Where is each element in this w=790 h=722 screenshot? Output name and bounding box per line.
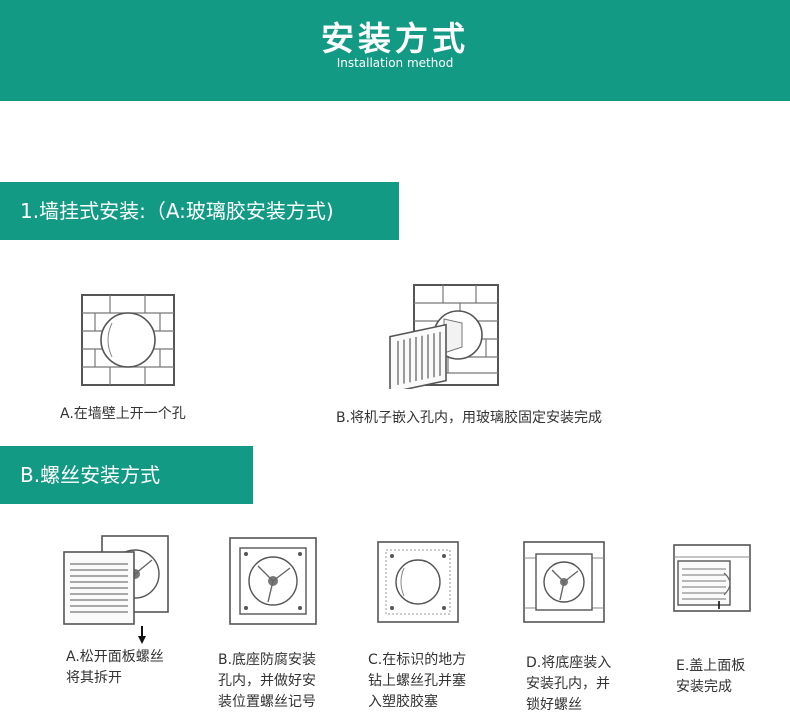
step-b-b-caption: B.底座防腐安装 孔内，并做好安 装位置螺丝记号 [218,652,317,710]
page-header: 安装方式 Installation method [0,0,790,101]
fan-base-screwed-icon [522,540,606,624]
section-b-title: B.螺丝安装方式 [0,446,253,504]
brick-wall-with-hole-icon [80,293,176,387]
step-b-e-caption: E.盖上面板 安装完成 [676,658,746,695]
step-b-c-caption: C.在标识的地方 钻上螺丝孔并塞 入塑胶胶塞 [368,652,467,710]
fan-panel-removed-icon [62,534,172,646]
fan-inserted-into-wall-icon [388,283,500,389]
step-b-a-caption: A.松开面板螺丝 将其拆开 [66,649,164,686]
step-a-caption: A.在墙壁上开一个孔 [60,406,186,422]
wall-hole-drilled-icon [376,540,460,624]
fan-panel-closed-icon [672,543,752,615]
page-title: 安装方式 [321,19,469,58]
section-a-title: 1.墙挂式安装:（A:玻璃胶安装方式) [0,182,399,240]
page-subtitle: Installation method [336,56,454,70]
step-b-caption: B.将机子嵌入孔内，用玻璃胶固定安装完成 [336,410,603,426]
fan-base-in-hole-icon [228,536,318,626]
step-b-d-caption: D.将底座装入 安装孔内，并 锁好螺丝 [526,655,612,713]
